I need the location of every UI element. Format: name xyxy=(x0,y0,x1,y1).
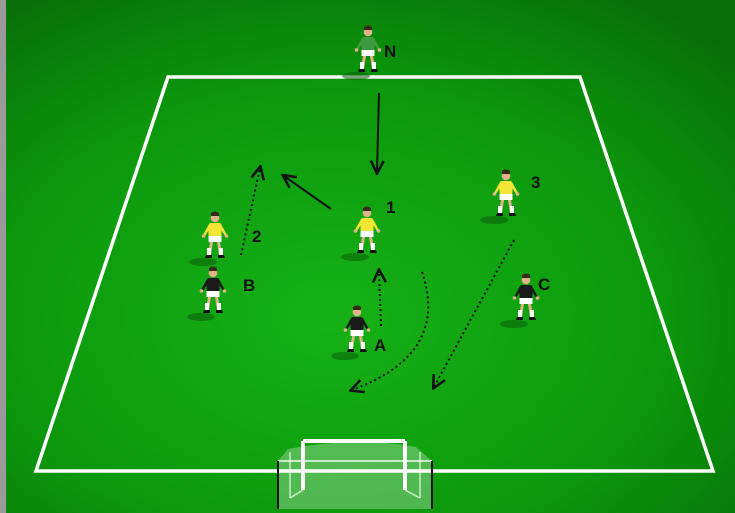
player-b: B xyxy=(187,266,255,321)
pass-arrow-1-to-2 xyxy=(284,176,332,210)
movement-arrows xyxy=(240,92,515,390)
player-label-3: 3 xyxy=(531,173,540,192)
pitch-outline xyxy=(33,75,716,473)
player-c: C xyxy=(500,273,550,328)
player-1: 1 xyxy=(341,198,395,261)
player-label-1: 1 xyxy=(386,198,395,217)
players: N 1 2 3A B C xyxy=(187,25,550,360)
player-label-2: 2 xyxy=(252,227,261,246)
player-2: 2 xyxy=(189,211,261,266)
player-label-n: N xyxy=(384,42,396,61)
player-3: 3 xyxy=(480,169,540,224)
player-n: N xyxy=(342,25,396,80)
player-label-a: A xyxy=(374,336,386,355)
player-label-b: B xyxy=(243,276,255,295)
run-arrow-a xyxy=(379,271,381,327)
left-edge-strip xyxy=(0,0,6,513)
pass-arrow-n-to-1 xyxy=(377,92,379,172)
goal xyxy=(277,439,433,509)
player-label-c: C xyxy=(538,275,550,294)
player-a: A xyxy=(331,305,386,360)
